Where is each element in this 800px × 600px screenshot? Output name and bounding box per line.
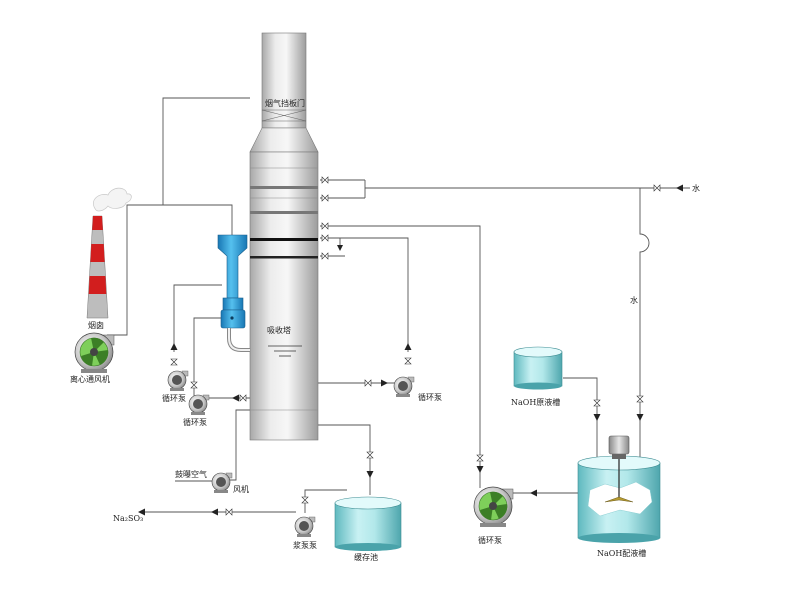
recirc-return-pipe <box>320 237 409 352</box>
packing-layer-2 <box>250 211 318 214</box>
gate-valve-icon <box>321 176 329 184</box>
pipe-network <box>107 97 690 513</box>
tower-stack-section <box>261 32 307 129</box>
oxidation-air-label: 鼓曝空气 <box>175 469 207 479</box>
damper-label: 烟气挡板门 <box>265 98 305 108</box>
naoh-transfer-pipe <box>563 377 598 462</box>
gate-valve-icon <box>301 496 309 504</box>
gate-valve-icon <box>364 379 372 387</box>
fan-label: 离心通风机 <box>70 374 110 384</box>
fan-outlet-pipe <box>107 204 163 336</box>
venturi-throat <box>217 234 248 299</box>
absorber-tower: 烟气挡板门 吸收塔 <box>249 32 319 441</box>
agitator-icon <box>604 435 634 503</box>
centrifugal-fan <box>74 332 115 373</box>
flow-arrow-icon <box>676 184 683 192</box>
buffer-tank: 缓存池 <box>334 496 402 562</box>
venturi-recirc-pipe-2 <box>193 317 222 396</box>
gate-valve-icon <box>321 252 329 260</box>
naoh-pump <box>473 486 514 527</box>
flow-arrow-icon <box>170 343 178 350</box>
flow-arrow-icon <box>593 414 601 421</box>
pump-left-2-label: 循环泵 <box>183 417 207 427</box>
gate-valve-icon <box>321 234 329 242</box>
gate-valve-icon <box>636 395 644 403</box>
naoh-raw-tank: NaOH原液槽 <box>511 346 563 407</box>
naoh-feed-pipe <box>320 225 481 488</box>
gate-valve-icon <box>653 184 661 192</box>
blower <box>211 472 233 493</box>
gate-valve-icon <box>321 222 329 230</box>
water-inlet-label: 水 <box>692 183 700 193</box>
naoh-raw-tank-label: NaOH原液槽 <box>511 397 560 407</box>
packing-layer-3 <box>250 238 318 241</box>
flow-arrow-icon <box>530 489 537 497</box>
product-label: Na₂SO₃ <box>113 514 143 523</box>
pump-left-1-label: 循环泵 <box>162 393 186 403</box>
venturi-scrubber <box>217 234 250 352</box>
gate-valve-icon <box>476 454 484 462</box>
circulation-pump-left-1 <box>167 370 189 391</box>
slurry-pump <box>294 516 316 537</box>
venturi-recirc-pipe <box>173 284 222 352</box>
drain-pipe <box>318 424 371 495</box>
gate-valve-icon <box>321 194 329 202</box>
gate-valve-icon <box>593 399 601 407</box>
blower-label: 风机 <box>233 484 249 494</box>
flow-arrow-icon <box>476 466 484 473</box>
flow-arrow-icon <box>138 508 145 516</box>
circulation-pump-right <box>393 376 415 397</box>
tower-body <box>249 151 319 441</box>
flow-arrow-icon <box>211 508 218 516</box>
flow-arrow-icon <box>381 379 388 387</box>
naoh-pump-label: 循环泵 <box>478 535 502 545</box>
water-branch-label: 水 <box>630 295 638 305</box>
flow-arrow-icon <box>404 343 412 350</box>
gate-valve-icon <box>366 451 374 459</box>
gate-valve-icon <box>190 381 198 389</box>
flow-arrow-icon <box>636 414 644 421</box>
valves <box>170 176 661 516</box>
chimney: 烟囱 <box>86 187 132 330</box>
slurry-pump-label: 浆泵泵 <box>293 540 317 550</box>
packing-layer-4 <box>250 256 318 259</box>
naoh-mix-tank-label: NaOH配液槽 <box>597 548 646 558</box>
chimney-label: 烟囱 <box>88 320 104 330</box>
tower-transition-cone <box>249 127 319 153</box>
flow-arrow-icon <box>232 394 239 402</box>
gate-valve-icon <box>239 394 247 402</box>
flue-bypass-pipe <box>162 97 250 235</box>
circulation-pump-left-2 <box>188 394 210 415</box>
flow-arrow-icon <box>337 245 343 251</box>
pump-right-label: 循环泵 <box>418 392 442 402</box>
water-branch-pipe <box>639 188 650 460</box>
flow-arrows <box>138 184 683 516</box>
flow-arrow-icon <box>366 471 374 478</box>
gate-valve-icon <box>404 357 412 365</box>
buffer-suction-pipe <box>304 489 347 513</box>
smoke-plume-icon <box>93 187 132 212</box>
buffer-tank-label: 缓存池 <box>354 552 378 562</box>
naoh-mix-tank: NaOH配液槽 <box>577 435 661 558</box>
absorber-label: 吸收塔 <box>267 325 291 335</box>
oxidation-air-pipe <box>221 409 250 481</box>
gate-valve-icon <box>170 358 178 366</box>
gate-valve-icon <box>225 508 233 516</box>
packing-layer-1 <box>250 186 318 189</box>
